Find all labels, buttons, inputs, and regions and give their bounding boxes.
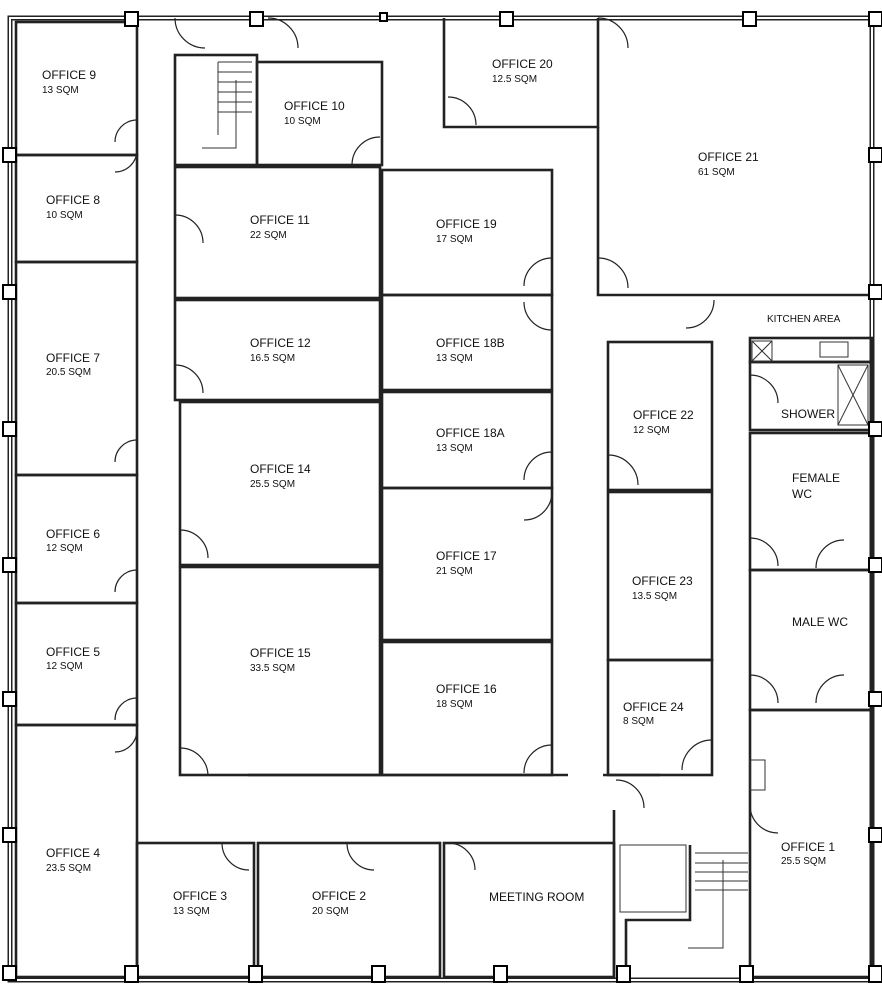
room-office-14[interactable]: OFFICE 14 25.5 SQM <box>250 462 311 490</box>
room-office-11[interactable]: OFFICE 11 22 SQM <box>250 213 310 241</box>
interior-walls <box>14 18 874 979</box>
svg-text:MALE WC: MALE WC <box>792 615 848 629</box>
room-office-23[interactable]: OFFICE 23 13.5 SQM <box>632 574 693 602</box>
room-male-wc[interactable]: MALE WC <box>792 615 848 629</box>
svg-text:18 SQM: 18 SQM <box>436 699 473 710</box>
room-office-18b[interactable]: OFFICE 18B 13 SQM <box>436 336 505 364</box>
svg-text:13 SQM: 13 SQM <box>42 85 79 96</box>
room-office-5[interactable]: OFFICE 5 12 SQM <box>46 645 100 672</box>
sink-icon <box>819 341 849 358</box>
svg-text:13 SQM: 13 SQM <box>436 353 473 364</box>
room-office-12[interactable]: OFFICE 12 16.5 SQM <box>250 336 311 364</box>
svg-text:OFFICE 2: OFFICE 2 <box>312 889 366 903</box>
room-office-3[interactable]: OFFICE 3 13 SQM <box>173 889 227 917</box>
room-shower[interactable]: SHOWER <box>781 407 835 421</box>
svg-text:OFFICE 22: OFFICE 22 <box>633 408 694 422</box>
svg-text:OFFICE 6: OFFICE 6 <box>46 527 100 541</box>
svg-text:12 SQM: 12 SQM <box>46 543 83 554</box>
svg-text:OFFICE 14: OFFICE 14 <box>250 462 311 476</box>
svg-text:OFFICE 16: OFFICE 16 <box>436 682 497 696</box>
svg-text:12.5 SQM: 12.5 SQM <box>492 74 537 85</box>
svg-text:OFFICE 5: OFFICE 5 <box>46 645 100 659</box>
stairs-top-left <box>202 61 252 149</box>
room-labels: OFFICE 9 13 SQM OFFICE 8 10 SQM OFFICE 7 20… <box>42 57 848 917</box>
svg-text:OFFICE 23: OFFICE 23 <box>632 574 693 588</box>
svg-text:OFFICE 7: OFFICE 7 <box>46 351 100 365</box>
svg-text:WC: WC <box>792 487 812 501</box>
room-office-21[interactable]: OFFICE 21 61 SQM <box>698 150 759 178</box>
kitchen-fixtures <box>749 340 869 791</box>
room-office-6[interactable]: OFFICE 6 12 SQM <box>46 527 100 554</box>
svg-text:10 SQM: 10 SQM <box>46 210 83 221</box>
svg-text:21 SQM: 21 SQM <box>436 566 473 577</box>
room-office-1[interactable]: OFFICE 1 25.5 SQM <box>781 840 835 867</box>
lift <box>619 844 687 913</box>
svg-text:33.5 SQM: 33.5 SQM <box>250 663 295 674</box>
svg-text:12 SQM: 12 SQM <box>46 661 83 672</box>
svg-text:20.5 SQM: 20.5 SQM <box>46 367 91 378</box>
svg-text:SHOWER: SHOWER <box>781 407 835 421</box>
svg-text:OFFICE 3: OFFICE 3 <box>173 889 227 903</box>
svg-text:OFFICE 17: OFFICE 17 <box>436 549 497 563</box>
room-office-18a[interactable]: OFFICE 18A 13 SQM <box>436 426 505 454</box>
svg-text:OFFICE 11: OFFICE 11 <box>250 213 310 227</box>
svg-text:OFFICE 12: OFFICE 12 <box>250 336 311 350</box>
svg-text:16.5 SQM: 16.5 SQM <box>250 353 295 364</box>
svg-text:13 SQM: 13 SQM <box>173 906 210 917</box>
svg-text:OFFICE 18B: OFFICE 18B <box>436 336 505 350</box>
room-office-15[interactable]: OFFICE 15 33.5 SQM <box>250 646 311 674</box>
room-office-20[interactable]: OFFICE 20 12.5 SQM <box>492 57 553 85</box>
svg-text:OFFICE 9: OFFICE 9 <box>42 68 96 82</box>
svg-text:20 SQM: 20 SQM <box>312 906 349 917</box>
svg-text:FEMALE: FEMALE <box>792 471 840 485</box>
svg-text:OFFICE 24: OFFICE 24 <box>623 700 684 714</box>
svg-text:OFFICE 19: OFFICE 19 <box>436 217 497 231</box>
svg-text:10 SQM: 10 SQM <box>284 116 321 127</box>
svg-text:OFFICE 10: OFFICE 10 <box>284 99 345 113</box>
columns <box>2 11 882 983</box>
room-meeting-room[interactable]: MEETING ROOM <box>489 890 584 904</box>
svg-text:KITCHEN AREA: KITCHEN AREA <box>767 314 841 325</box>
svg-text:12 SQM: 12 SQM <box>633 425 670 436</box>
room-kitchen-area[interactable]: KITCHEN AREA <box>767 314 841 325</box>
svg-text:13.5 SQM: 13.5 SQM <box>632 591 677 602</box>
room-office-8[interactable]: OFFICE 8 10 SQM <box>46 193 100 221</box>
svg-text:OFFICE 20: OFFICE 20 <box>492 57 553 71</box>
room-office-16[interactable]: OFFICE 16 18 SQM <box>436 682 497 710</box>
svg-text:OFFICE 21: OFFICE 21 <box>698 150 759 164</box>
svg-text:13 SQM: 13 SQM <box>436 443 473 454</box>
stairs-bottom-right <box>619 844 748 949</box>
room-office-2[interactable]: OFFICE 2 20 SQM <box>312 889 366 917</box>
room-office-9[interactable]: OFFICE 9 13 SQM <box>42 68 96 96</box>
room-office-7[interactable]: OFFICE 7 20.5 SQM <box>46 351 100 378</box>
svg-text:25.5 SQM: 25.5 SQM <box>250 479 295 490</box>
svg-text:17 SQM: 17 SQM <box>436 234 473 245</box>
svg-text:22 SQM: 22 SQM <box>250 230 287 241</box>
room-office-4[interactable]: OFFICE 4 23.5 SQM <box>46 846 100 874</box>
svg-text:OFFICE 18A: OFFICE 18A <box>436 426 505 440</box>
svg-text:23.5 SQM: 23.5 SQM <box>46 863 91 874</box>
svg-text:61 SQM: 61 SQM <box>698 167 735 178</box>
room-office-22[interactable]: OFFICE 22 12 SQM <box>633 408 694 436</box>
doors <box>114 17 845 871</box>
room-office-17[interactable]: OFFICE 17 21 SQM <box>436 549 497 577</box>
room-office-10[interactable]: OFFICE 10 10 SQM <box>284 99 345 127</box>
svg-text:OFFICE 4: OFFICE 4 <box>46 846 100 860</box>
room-female-wc[interactable]: FEMALE WC <box>792 471 840 501</box>
svg-text:OFFICE 15: OFFICE 15 <box>250 646 311 660</box>
svg-text:25.5 SQM: 25.5 SQM <box>781 856 826 867</box>
svg-text:OFFICE 1: OFFICE 1 <box>781 840 835 854</box>
room-office-24[interactable]: OFFICE 24 8 SQM <box>623 700 684 727</box>
svg-text:MEETING ROOM: MEETING ROOM <box>489 890 584 904</box>
room-office-19[interactable]: OFFICE 19 17 SQM <box>436 217 497 245</box>
svg-text:8 SQM: 8 SQM <box>623 716 654 727</box>
svg-text:OFFICE 8: OFFICE 8 <box>46 193 100 207</box>
